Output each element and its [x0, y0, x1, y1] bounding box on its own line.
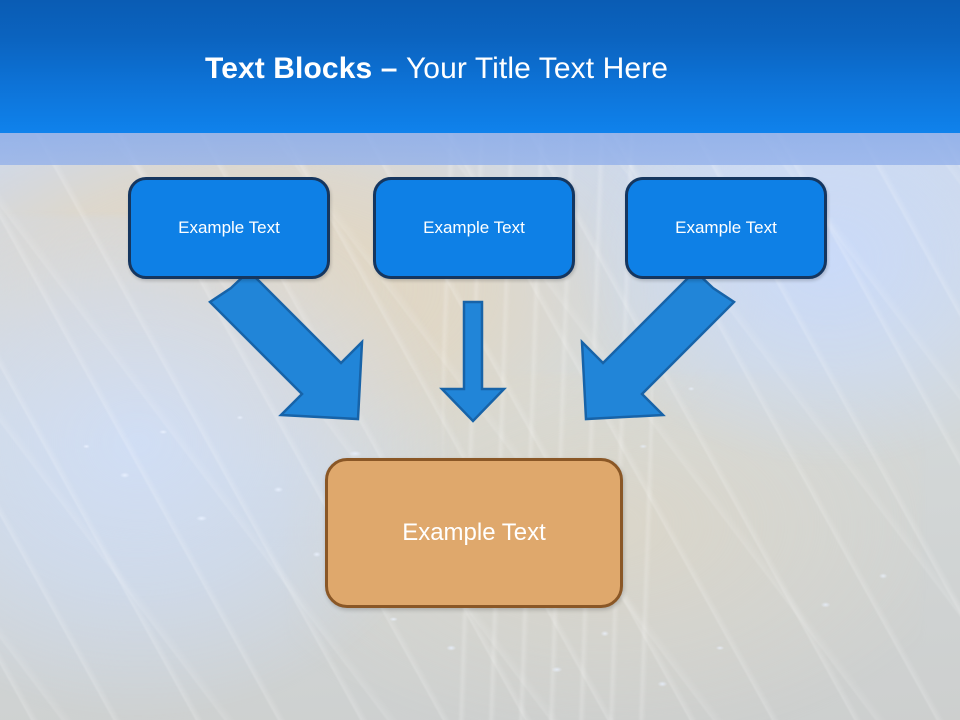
flow-node-top-left[interactable]: Example Text: [128, 177, 330, 279]
flow-node-top-right[interactable]: Example Text: [625, 177, 827, 279]
page-title: Text Blocks – Your Title Text Here: [205, 52, 668, 86]
flow-node-label: Example Text: [423, 218, 525, 237]
page-title-rest: Your Title Text Here: [405, 52, 669, 85]
page-title-bold: Text Blocks: [205, 52, 373, 85]
title-bar: Text Blocks – Your Title Text Here: [0, 0, 960, 133]
flow-node-label: Example Text: [675, 218, 777, 237]
flow-node-top-center[interactable]: Example Text: [373, 177, 575, 279]
flow-node-label: Example Text: [402, 519, 546, 546]
flow-node-bottom[interactable]: Example Text: [325, 458, 623, 608]
header-accent-band: [0, 133, 960, 165]
flow-node-label: Example Text: [178, 218, 280, 237]
page-title-separator: –: [372, 52, 406, 85]
